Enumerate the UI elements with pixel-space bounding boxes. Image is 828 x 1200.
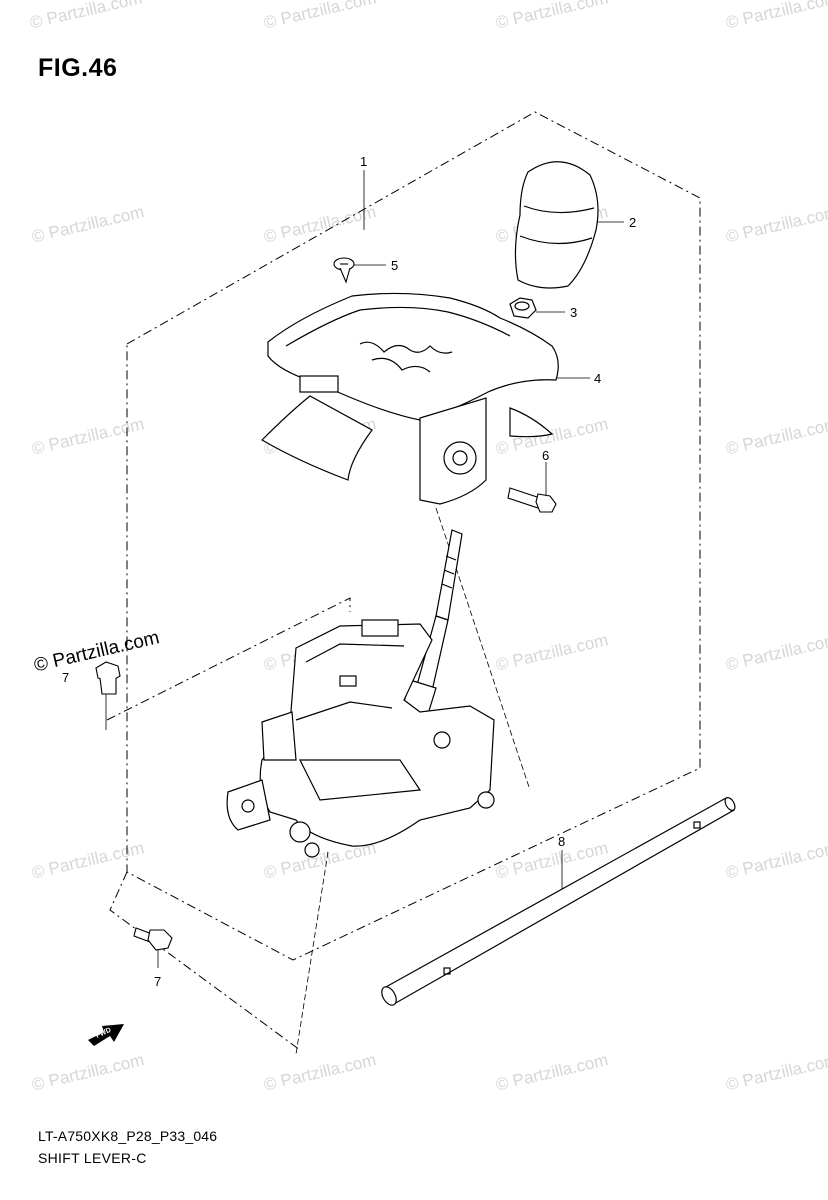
bolt-left <box>95 661 121 695</box>
shift-cover <box>261 292 559 505</box>
callout-7-bottom: 7 <box>154 974 161 989</box>
shift-rod <box>381 797 736 1006</box>
figure-title: FIG.46 <box>38 54 118 82</box>
bolt-side <box>507 487 557 513</box>
section-name: SHIFT LEVER-C <box>38 1150 147 1166</box>
callout-7-left: 7 <box>62 670 69 685</box>
screw-top <box>333 257 355 284</box>
assembly-outline <box>106 111 701 1051</box>
fwd-arrow-icon: FWD <box>88 1024 124 1046</box>
callout-2: 2 <box>629 215 636 230</box>
callout-3: 3 <box>570 305 577 320</box>
callout-1: 1 <box>360 154 367 169</box>
shifter-housing <box>226 619 495 858</box>
callout-4: 4 <box>594 371 601 386</box>
callout-8: 8 <box>558 834 565 849</box>
shift-knob <box>514 161 599 289</box>
callouts: 1 2 3 4 5 6 7 7 8 <box>62 154 636 989</box>
bolt-bottom <box>133 927 173 951</box>
nut <box>509 297 537 319</box>
callout-5: 5 <box>391 258 398 273</box>
callout-6: 6 <box>542 448 549 463</box>
model-code: LT-A750XK8_P28_P33_046 <box>38 1128 218 1144</box>
